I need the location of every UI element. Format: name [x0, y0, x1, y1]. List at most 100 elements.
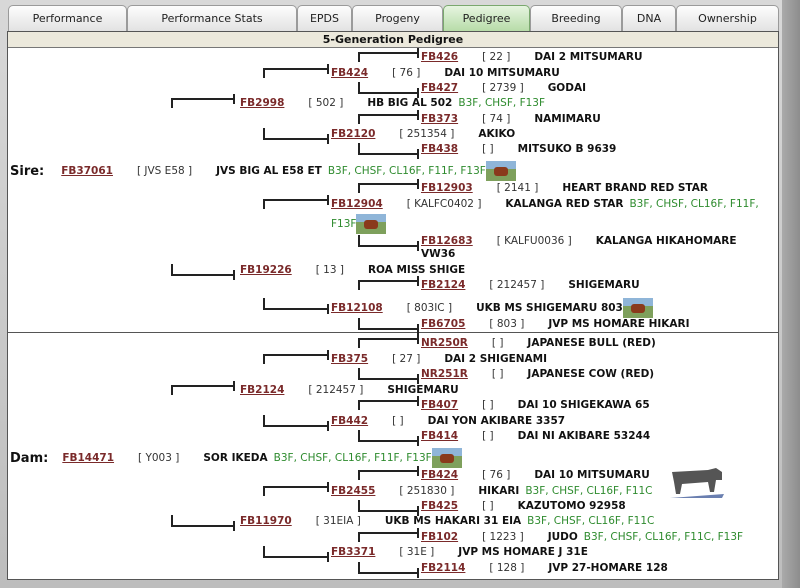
animal-link[interactable]: FB14471 — [62, 451, 115, 464]
animal-link[interactable]: FB426 — [421, 51, 459, 63]
window-edge — [782, 0, 800, 588]
animal-photo[interactable] — [356, 214, 387, 234]
registration-number: [ 502 ] — [308, 97, 344, 109]
bracket-end — [417, 374, 419, 384]
bracket-end — [233, 270, 235, 280]
sire-label: Sire: — [10, 163, 45, 179]
animal-name: DAI 10 SHIGEKAWA 65 — [517, 399, 650, 411]
pedigree-bracket — [263, 546, 327, 558]
pedigree-bracket — [171, 515, 233, 527]
tab-ownership[interactable]: Ownership — [676, 5, 779, 31]
animal-name: KALANGA HIKAHOMARE — [595, 235, 737, 247]
animal-link[interactable]: FB414 — [421, 430, 459, 442]
tab-dna[interactable]: DNA — [622, 5, 676, 31]
pedigree-bracket — [171, 385, 233, 395]
animal-link[interactable]: FB407 — [421, 399, 459, 411]
bracket-end — [327, 195, 329, 205]
animal-name: KAZUTOMO 92958 — [517, 500, 626, 512]
animal-link[interactable]: FB6705 — [421, 318, 466, 330]
animal-link[interactable]: FB424 — [421, 469, 459, 481]
bracket-end — [417, 149, 419, 159]
tab-epds[interactable]: EPDS — [297, 5, 352, 31]
animal-link[interactable]: NR251R — [421, 368, 468, 380]
animal-name: DAI 10 MITSUMARU — [444, 67, 560, 79]
panel-title: 5-Generation Pedigree — [8, 32, 778, 48]
tab-progeny[interactable]: Progeny — [352, 5, 443, 31]
pedigree-bracket — [358, 318, 417, 330]
registration-number: [ 251830 ] — [399, 485, 455, 497]
pedigree-row: NR250R[ ]JAPANESE BULL (RED) — [421, 337, 656, 350]
pedigree-row: FB407[ ]DAI 10 SHIGEKAWA 65 — [421, 399, 650, 412]
bracket-end — [417, 324, 419, 334]
animal-link[interactable]: FB12108 — [331, 301, 383, 314]
registration-number: [ JVS E58 ] — [136, 164, 193, 177]
pedigree-bracket — [358, 400, 417, 410]
pedigree-bracket — [358, 430, 417, 442]
animal-photo[interactable] — [622, 298, 653, 318]
animal-link[interactable]: FB12683 — [421, 235, 473, 247]
genetic-traits: B3F, CHSF, CL16F, F11F, F13F — [327, 164, 486, 177]
bracket-end — [327, 421, 329, 431]
animal-link[interactable]: FB373 — [421, 113, 459, 125]
pedigree-row: FB424[ 76 ]DAI 10 MITSUMARU — [421, 469, 650, 482]
pedigree-row: FB375[ 27 ]DAI 2 SHIGENAMI — [331, 353, 547, 366]
animal-link[interactable]: FB424 — [331, 67, 369, 79]
animal-link[interactable]: FB2998 — [240, 97, 285, 109]
animal-name: SOR IKEDA — [203, 451, 268, 464]
animal-link[interactable]: NR250R — [421, 337, 468, 349]
tab-performance[interactable]: Performance — [8, 5, 127, 31]
bull-logo-icon — [670, 468, 724, 498]
animal-link[interactable]: FB2124 — [421, 279, 466, 291]
pedigree-row: Sire:FB37061[ JVS E58 ]JVS BIG AL E58 ET… — [10, 161, 516, 181]
animal-link[interactable]: FB2455 — [331, 485, 376, 497]
registration-number: [ 803 ] — [489, 318, 525, 330]
pedigree-row: FB2120[ 251354 ]AKIKO — [331, 128, 515, 141]
bracket-end — [417, 276, 419, 286]
animal-link[interactable]: FB2120 — [331, 128, 376, 140]
animal-link[interactable]: FB12904 — [331, 198, 383, 210]
animal-name: JAPANESE COW (RED) — [527, 368, 655, 380]
tab-breeding[interactable]: Breeding — [530, 5, 622, 31]
animal-link[interactable]: FB427 — [421, 82, 459, 94]
pedigree-row: FB373[ 74 ]NAMIMARU — [421, 113, 601, 126]
pedigree-bracket — [263, 298, 327, 310]
animal-name: ROA MISS SHIGE — [367, 264, 466, 276]
genetic-traits: B3F, CHSF, CL16F, F11C — [525, 485, 653, 497]
pedigree-row: NR251R[ ]JAPANESE COW (RED) — [421, 368, 654, 381]
bracket-end — [233, 521, 235, 531]
animal-name: JVP 27-HOMARE 128 — [548, 562, 668, 574]
animal-link[interactable]: FB425 — [421, 500, 459, 512]
animal-link[interactable]: FB2114 — [421, 562, 466, 574]
tab-performance-stats[interactable]: Performance Stats — [127, 5, 297, 31]
pedigree-bracket — [358, 470, 417, 480]
animal-link[interactable]: FB2124 — [240, 384, 285, 396]
animal-name-continued: VW36 — [421, 248, 456, 260]
animal-photo[interactable] — [485, 161, 516, 181]
bracket-end — [327, 350, 329, 360]
animal-link[interactable]: FB12903 — [421, 182, 473, 194]
animal-link[interactable]: FB438 — [421, 143, 459, 155]
animal-name: JUDO — [547, 531, 578, 543]
animal-name: HB BIG AL 502 — [367, 97, 453, 109]
sire-dam-divider — [8, 332, 778, 333]
bracket-end — [417, 334, 419, 344]
tab-pedigree[interactable]: Pedigree — [443, 5, 530, 31]
animal-photo[interactable] — [431, 448, 462, 468]
registration-number: [ 803IC ] — [406, 301, 453, 314]
animal-link[interactable]: FB375 — [331, 353, 369, 365]
pedigree-bracket — [358, 143, 417, 155]
animal-name: JVP MS HOMARE HIKARI — [548, 318, 690, 330]
animal-name: DAI NI AKIBARE 53244 — [517, 430, 651, 442]
animal-link[interactable]: FB11970 — [240, 515, 292, 527]
bracket-end — [327, 134, 329, 144]
animal-link[interactable]: FB37061 — [61, 164, 113, 177]
animal-link[interactable]: FB442 — [331, 415, 369, 427]
bracket-end — [417, 528, 419, 538]
animal-link[interactable]: FB3371 — [331, 546, 376, 558]
animal-link[interactable]: FB102 — [421, 531, 459, 543]
animal-link[interactable]: FB19226 — [240, 264, 292, 276]
pedigree-row: FB2114[ 128 ]JVP 27-HOMARE 128 — [421, 562, 668, 575]
